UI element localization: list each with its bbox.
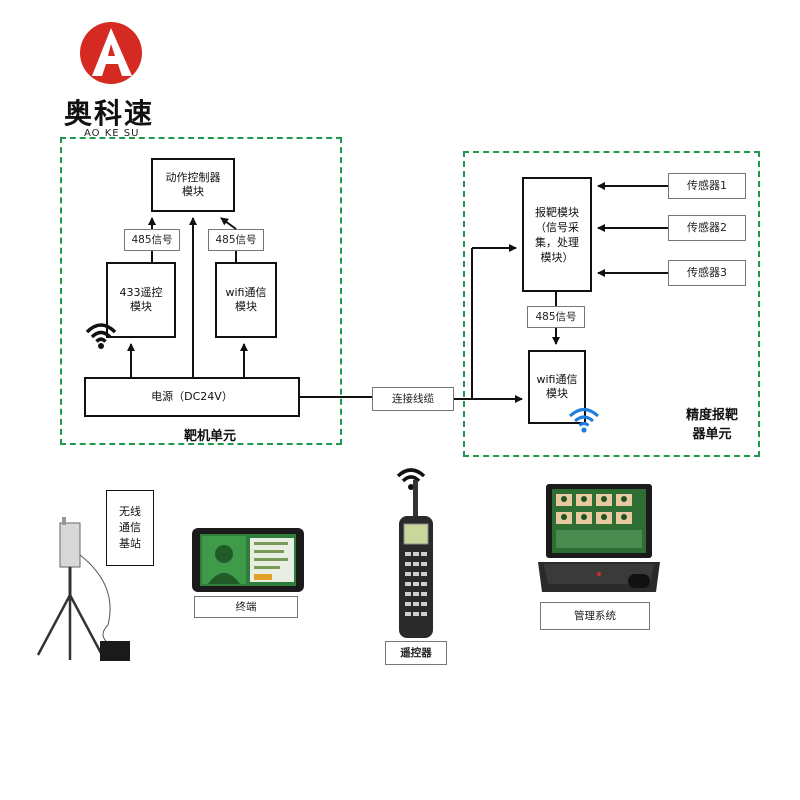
brand-name: 奥科速	[64, 97, 155, 130]
base-station-tripod	[36, 517, 130, 661]
remote-wifi-icon	[396, 468, 426, 490]
wifi-icon-blue	[568, 408, 600, 433]
scoring-unit-label: 精度报靶 器单元	[685, 408, 738, 442]
wifi-icon	[85, 323, 117, 349]
cable-label: 连接线缆	[372, 387, 454, 411]
brand-subtitle: AO KE SU	[84, 128, 140, 139]
power-supply: 电源（DC24V）	[84, 377, 300, 417]
scoring-unit-border	[463, 151, 760, 457]
management-label: 管理系统	[540, 602, 650, 630]
sensor-1: 传感器1	[668, 173, 746, 199]
motion-control-module: 动作控制器 模块	[151, 158, 235, 212]
brand-logo	[80, 22, 142, 84]
management-laptop	[538, 484, 660, 592]
target-unit-border	[60, 137, 342, 445]
target-report-module: 报靶模块 （信号采 集，处理 模块）	[522, 177, 592, 292]
base-station-label: 无线 通信 基站	[106, 490, 154, 566]
wifi-module-left: wifi通信 模块	[215, 262, 277, 338]
remote-433-module: 433遥控 模块	[106, 262, 176, 338]
signal-485-right: 485信号	[208, 229, 264, 251]
signal-485-scoring: 485信号	[527, 306, 585, 328]
remote-label: 遥控器	[385, 641, 447, 665]
sensor-3: 传感器3	[668, 260, 746, 286]
terminal-tablet	[192, 528, 304, 592]
wifi-module-right: wifi通信 模块	[528, 350, 586, 424]
signal-485-left: 485信号	[124, 229, 180, 251]
target-unit-label: 靶机单元	[183, 429, 236, 444]
remote-controller	[399, 480, 433, 638]
sensor-2: 传感器2	[668, 215, 746, 241]
terminal-label: 终端	[194, 596, 298, 618]
